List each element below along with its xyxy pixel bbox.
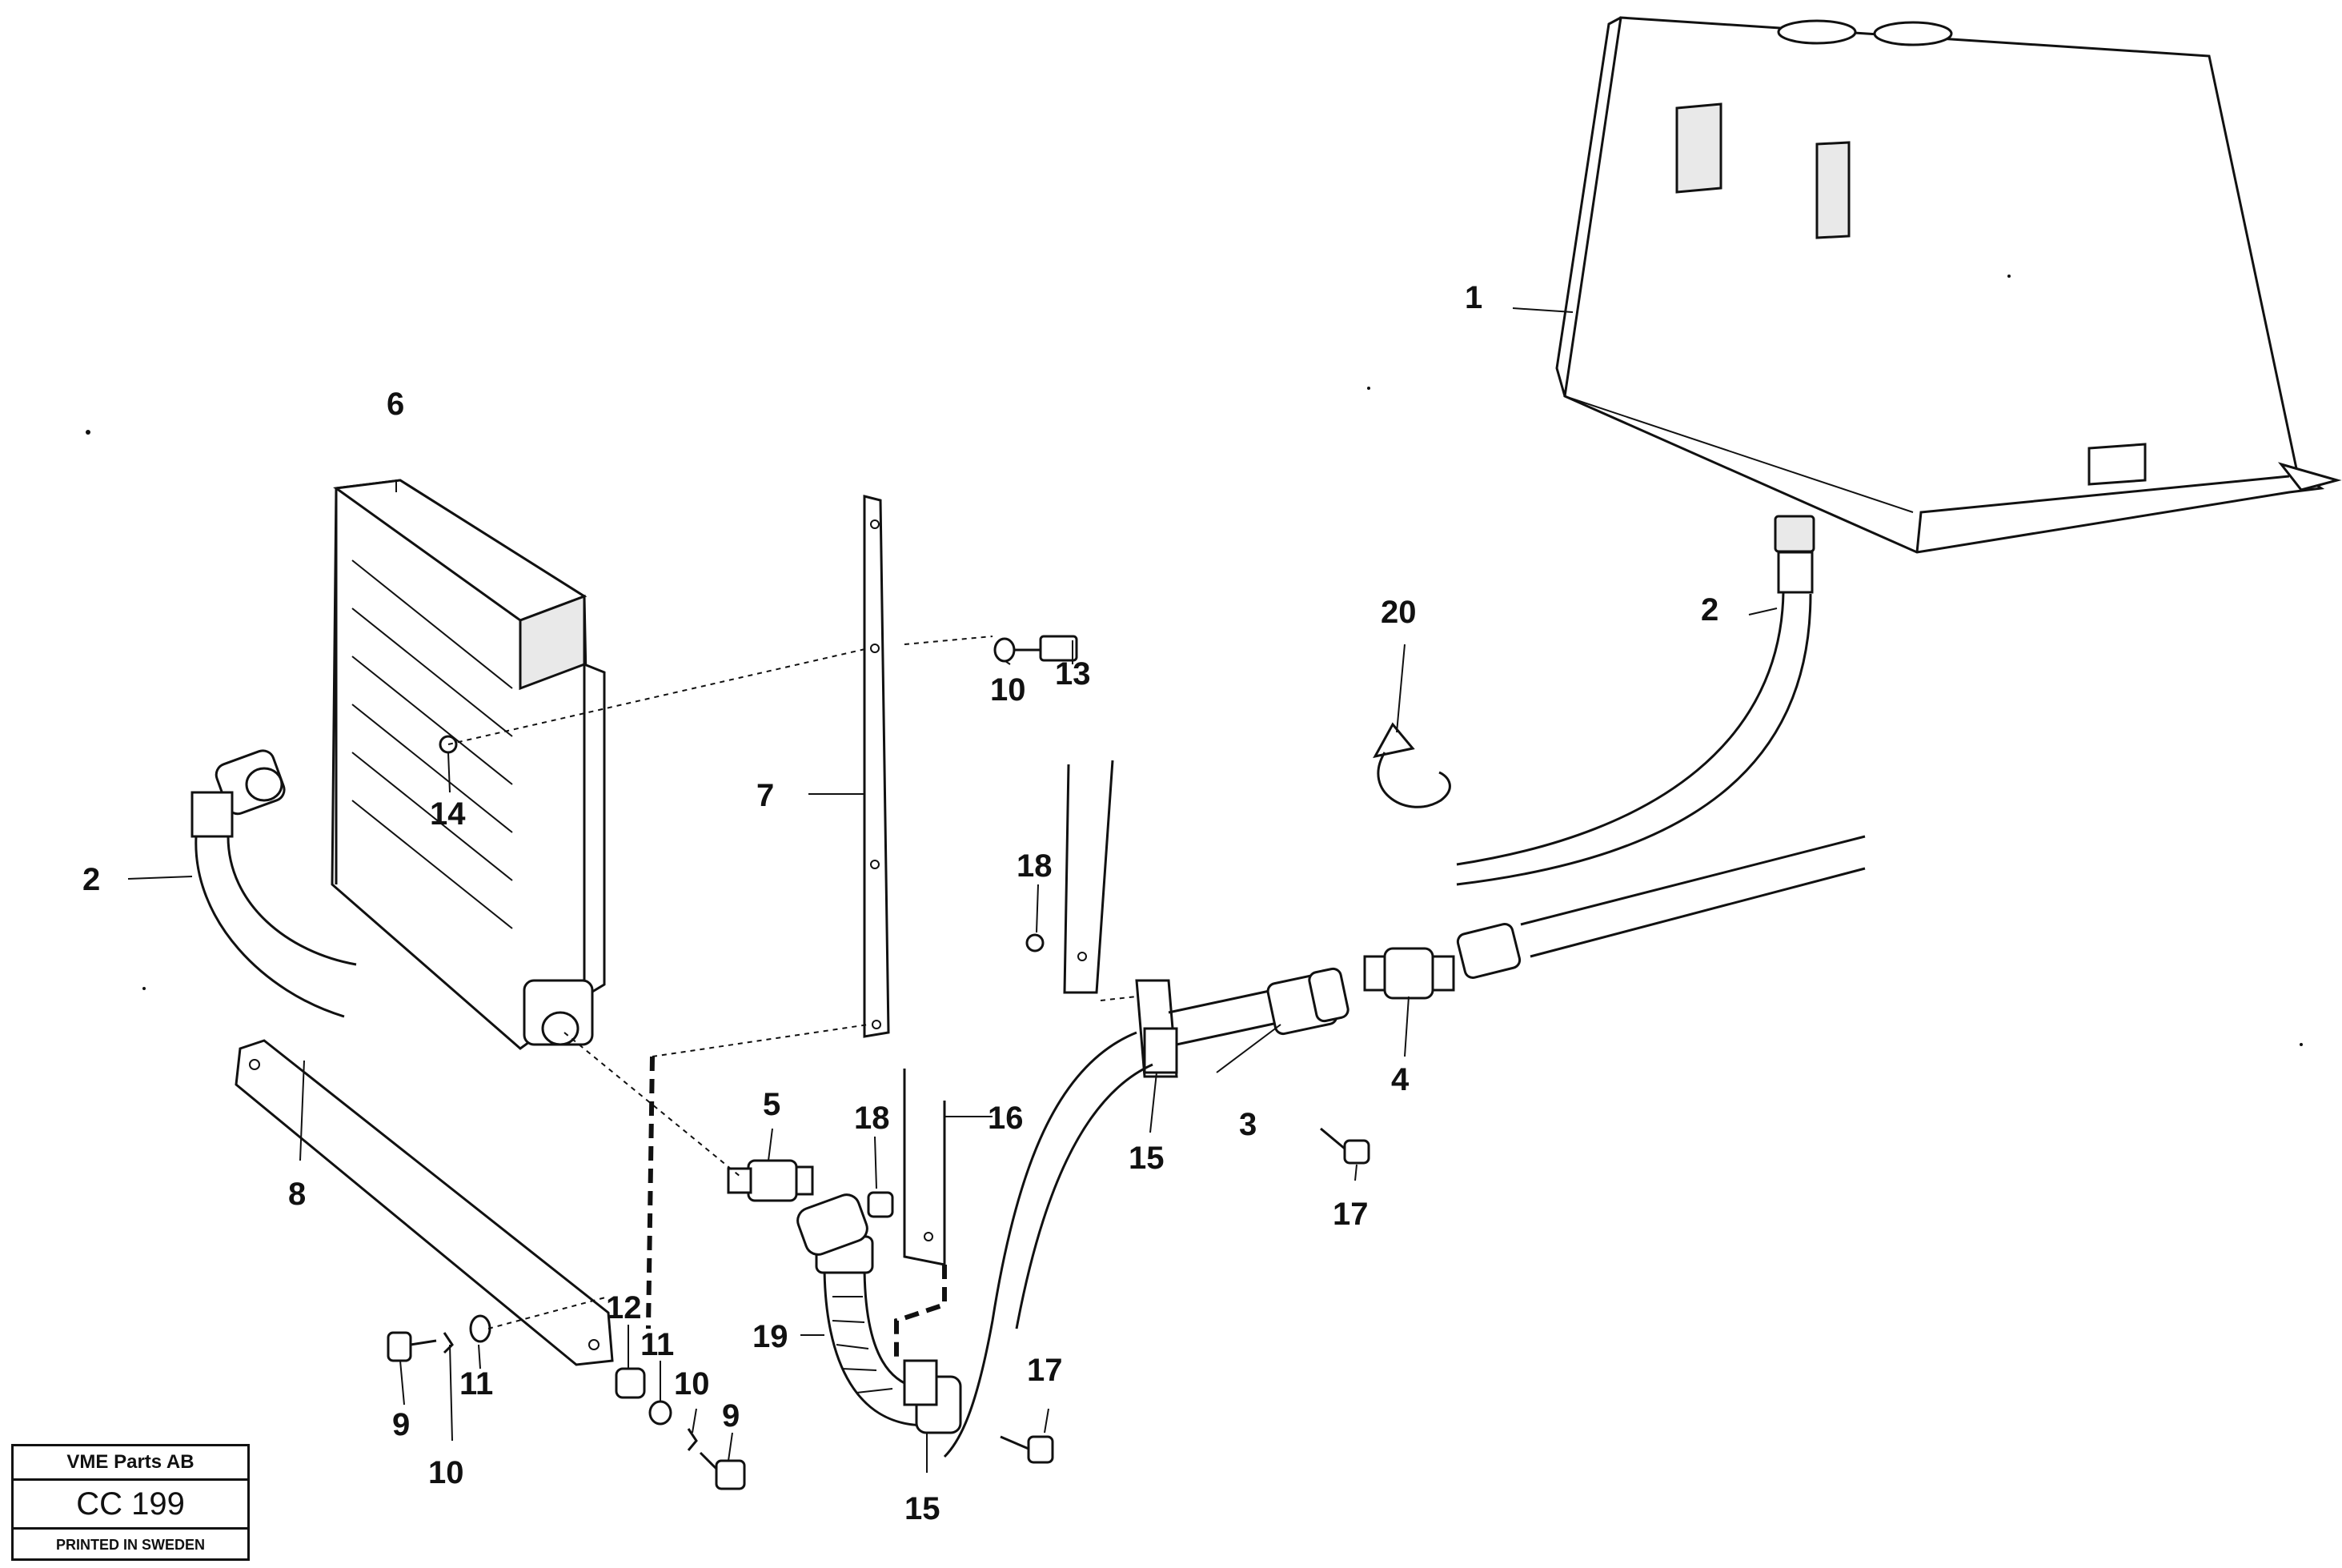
callout-2-left: 2 (82, 862, 100, 897)
company-name: VME Parts AB (14, 1446, 247, 1481)
hose-tank-to-pipe (1456, 515, 1815, 886)
scan-specks (86, 275, 2303, 1046)
bracket-upper (1025, 760, 1114, 994)
callout-10-top: 10 (990, 672, 1026, 708)
oil-cooler (331, 479, 606, 1050)
callout-17-upper: 17 (1333, 1197, 1369, 1232)
callout-3: 3 (1239, 1107, 1257, 1142)
callout-18-upper: 18 (1017, 848, 1053, 884)
pipe-clamp-lower (903, 1359, 938, 1406)
callout-9-right: 9 (722, 1398, 740, 1434)
bolt-13 (993, 635, 1078, 663)
pipe-clamp-upper (1135, 979, 1178, 1078)
callout-11-right: 11 (640, 1327, 674, 1362)
callout-7: 7 (756, 778, 774, 813)
alignment-lines (447, 636, 1137, 1329)
callout-16: 16 (988, 1101, 1024, 1136)
callout-11-left: 11 (459, 1366, 493, 1402)
callout-numbers: 1 2 2 3 4 5 6 7 8 9 9 10 10 10 11 11 12 … (82, 280, 1718, 1526)
bracket-lower (894, 1069, 947, 1361)
callout-15-upper: 15 (1129, 1141, 1165, 1176)
leader-lines (127, 307, 1778, 1473)
callout-20: 20 (1381, 595, 1417, 630)
elbow-hose (796, 1193, 962, 1434)
callout-9-left: 9 (392, 1407, 410, 1442)
nut-lower (867, 1191, 894, 1218)
callout-17-lower: 17 (1027, 1353, 1063, 1388)
callout-6: 6 (387, 387, 404, 422)
callout-14: 14 (430, 796, 466, 832)
drawing-code: CC 199 (14, 1481, 247, 1530)
hose-cooler-inlet (190, 749, 357, 1018)
callout-19: 19 (752, 1319, 788, 1354)
straight-adapter (727, 1159, 814, 1202)
callout-10-left: 10 (428, 1455, 464, 1490)
bolts-17 (1000, 1127, 1370, 1464)
return-pipe (1456, 835, 1866, 980)
callout-13: 13 (1055, 656, 1091, 692)
adapter-nipple (1363, 947, 1455, 1000)
callout-12: 12 (606, 1290, 642, 1325)
callout-18-lower: 18 (854, 1101, 890, 1136)
callout-15-lower: 15 (904, 1491, 940, 1526)
title-block: VME Parts AB CC 199 PRINTED IN SWEDEN (11, 1444, 250, 1561)
printed-note: PRINTED IN SWEDEN (55, 1537, 205, 1553)
callout-2-right: 2 (1701, 592, 1718, 628)
hose-clamp (1373, 722, 1451, 808)
flexible-hose (943, 1031, 1153, 1458)
pipe-section (1168, 967, 1349, 1046)
callout-10-middle: 10 (674, 1366, 710, 1402)
callout-4: 4 (1391, 1062, 1410, 1097)
callout-8: 8 (288, 1177, 306, 1212)
callout-1: 1 (1465, 280, 1482, 315)
support-bar (235, 1039, 655, 1366)
mounting-bar (863, 495, 890, 1038)
callout-5: 5 (763, 1087, 780, 1122)
hydraulic-tank (1555, 16, 2342, 554)
